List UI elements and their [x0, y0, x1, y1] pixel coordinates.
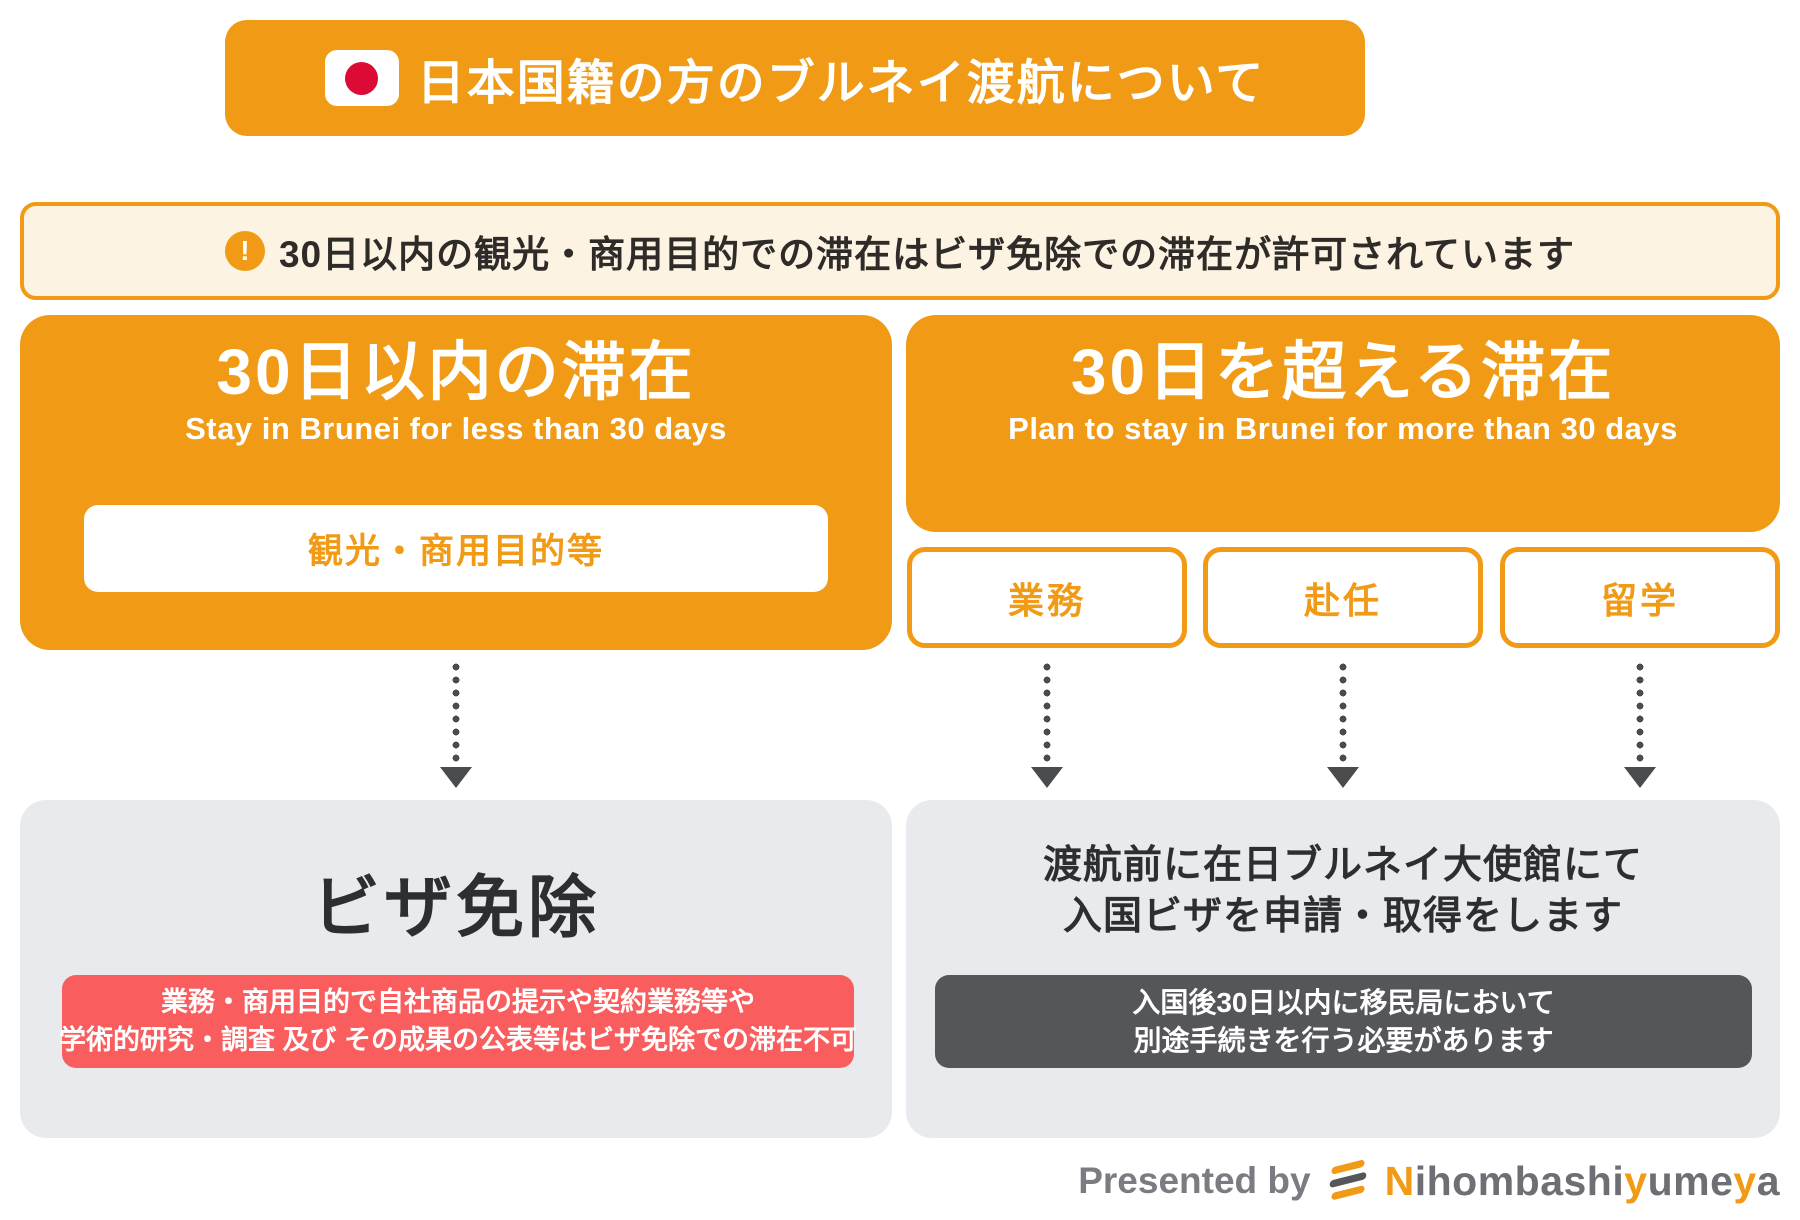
header-banner: 日本国籍の方のブルネイ渡航について	[225, 20, 1365, 136]
warning-line-1: 業務・商用目的で自社商品の提示や契約業務等や	[161, 986, 755, 1017]
nihombashiyumeya-logo-icon	[1329, 1160, 1366, 1200]
japan-flag-sun	[345, 61, 379, 95]
dotted-line	[1043, 663, 1051, 765]
note-line-2: 別途手続きを行う必要があります	[1133, 1024, 1554, 1056]
arrowhead-icon	[1624, 767, 1656, 788]
brand-wordmark: Nihombashiyumeya	[1385, 1158, 1780, 1205]
long-stay-subtitle: Plan to stay in Brunei for more than 30 …	[1008, 411, 1678, 447]
purpose-label-assignment: 赴任	[1303, 579, 1382, 621]
visa-application-line-1: 渡航前に在日ブルネイ大使館にて	[1042, 844, 1643, 887]
visa-exemption-result-card: ビザ免除 業務・商用目的で自社商品の提示や契約業務等や 学術的研究・調査 及び …	[20, 800, 892, 1138]
arrow-down-study	[1624, 663, 1656, 793]
arrow-down-business	[1031, 663, 1063, 793]
arrowhead-icon	[1327, 767, 1359, 788]
brand-segment: ihombashi	[1414, 1157, 1625, 1204]
dotted-line	[1339, 663, 1347, 765]
long-stay-title: 30日を超える滞在	[1070, 336, 1616, 408]
brand-segment: y	[1733, 1157, 1757, 1204]
brand-segment: N	[1384, 1157, 1415, 1204]
purpose-box-assignment: 赴任	[1203, 547, 1483, 648]
visa-application-line-2: 入国ビザを申請・取得をします	[1062, 895, 1623, 939]
visa-exemption-warning-box: 業務・商用目的で自社商品の提示や契約業務等や 学術的研究・調査 及び その成果の…	[59, 975, 858, 1068]
notice-text: 30日以内の観光・商用目的での滞在はビザ免除での滞在が許可されています	[278, 234, 1576, 275]
immigration-note-box: 入国後30日以内に移民局において 別途手続きを行う必要があります	[935, 975, 1752, 1068]
visa-exemption-title: ビザ免除	[311, 870, 600, 946]
visa-application-heading: 渡航前に在日ブルネイ大使館にて 入国ビザを申請・取得をします	[906, 840, 1780, 943]
brand-segment: y	[1624, 1157, 1648, 1204]
short-stay-subtitle: Stay in Brunei for less than 30 days	[185, 411, 727, 447]
visa-exemption-notice: ! 30日以内の観光・商用目的での滞在はビザ免除での滞在が許可されています	[20, 202, 1780, 300]
note-line-1: 入国後30日以内に移民局において	[1132, 986, 1555, 1018]
brand-segment: ume	[1647, 1157, 1734, 1204]
short-stay-purpose-label: 観光・商用目的等	[307, 532, 604, 571]
short-stay-card: 30日以内の滞在 Stay in Brunei for less than 30…	[20, 315, 892, 650]
visa-application-result-card: 渡航前に在日ブルネイ大使館にて 入国ビザを申請・取得をします 入国後30日以内に…	[906, 800, 1780, 1138]
purpose-box-study: 留学	[1500, 547, 1780, 648]
purpose-box-business: 業務	[907, 547, 1187, 648]
arrow-down-short-stay	[440, 663, 472, 793]
short-stay-title: 30日以内の滞在	[216, 336, 696, 408]
short-stay-purpose-box: 観光・商用目的等	[84, 505, 828, 592]
purpose-label-business: 業務	[1007, 579, 1086, 621]
dotted-line	[1636, 663, 1644, 765]
arrowhead-icon	[1031, 767, 1063, 788]
page-title: 日本国籍の方のブルネイ渡航について	[416, 57, 1266, 110]
presented-by-label: Presented by	[1078, 1160, 1311, 1201]
brand-segment: a	[1756, 1157, 1780, 1204]
arrow-down-assignment	[1327, 663, 1359, 793]
purpose-label-study: 留学	[1600, 579, 1679, 621]
footer: Presented by Nihombashiyumeya	[1078, 1148, 1780, 1214]
warning-line-2: 学術的研究・調査 及び その成果の公表等はビザ免除での滞在不可	[59, 1024, 858, 1055]
arrowhead-icon	[440, 767, 472, 788]
long-stay-card: 30日を超える滞在 Plan to stay in Brunei for mor…	[906, 315, 1780, 532]
dotted-line	[452, 663, 460, 765]
exclamation-icon: !	[224, 231, 265, 271]
japan-flag-icon	[324, 50, 399, 106]
